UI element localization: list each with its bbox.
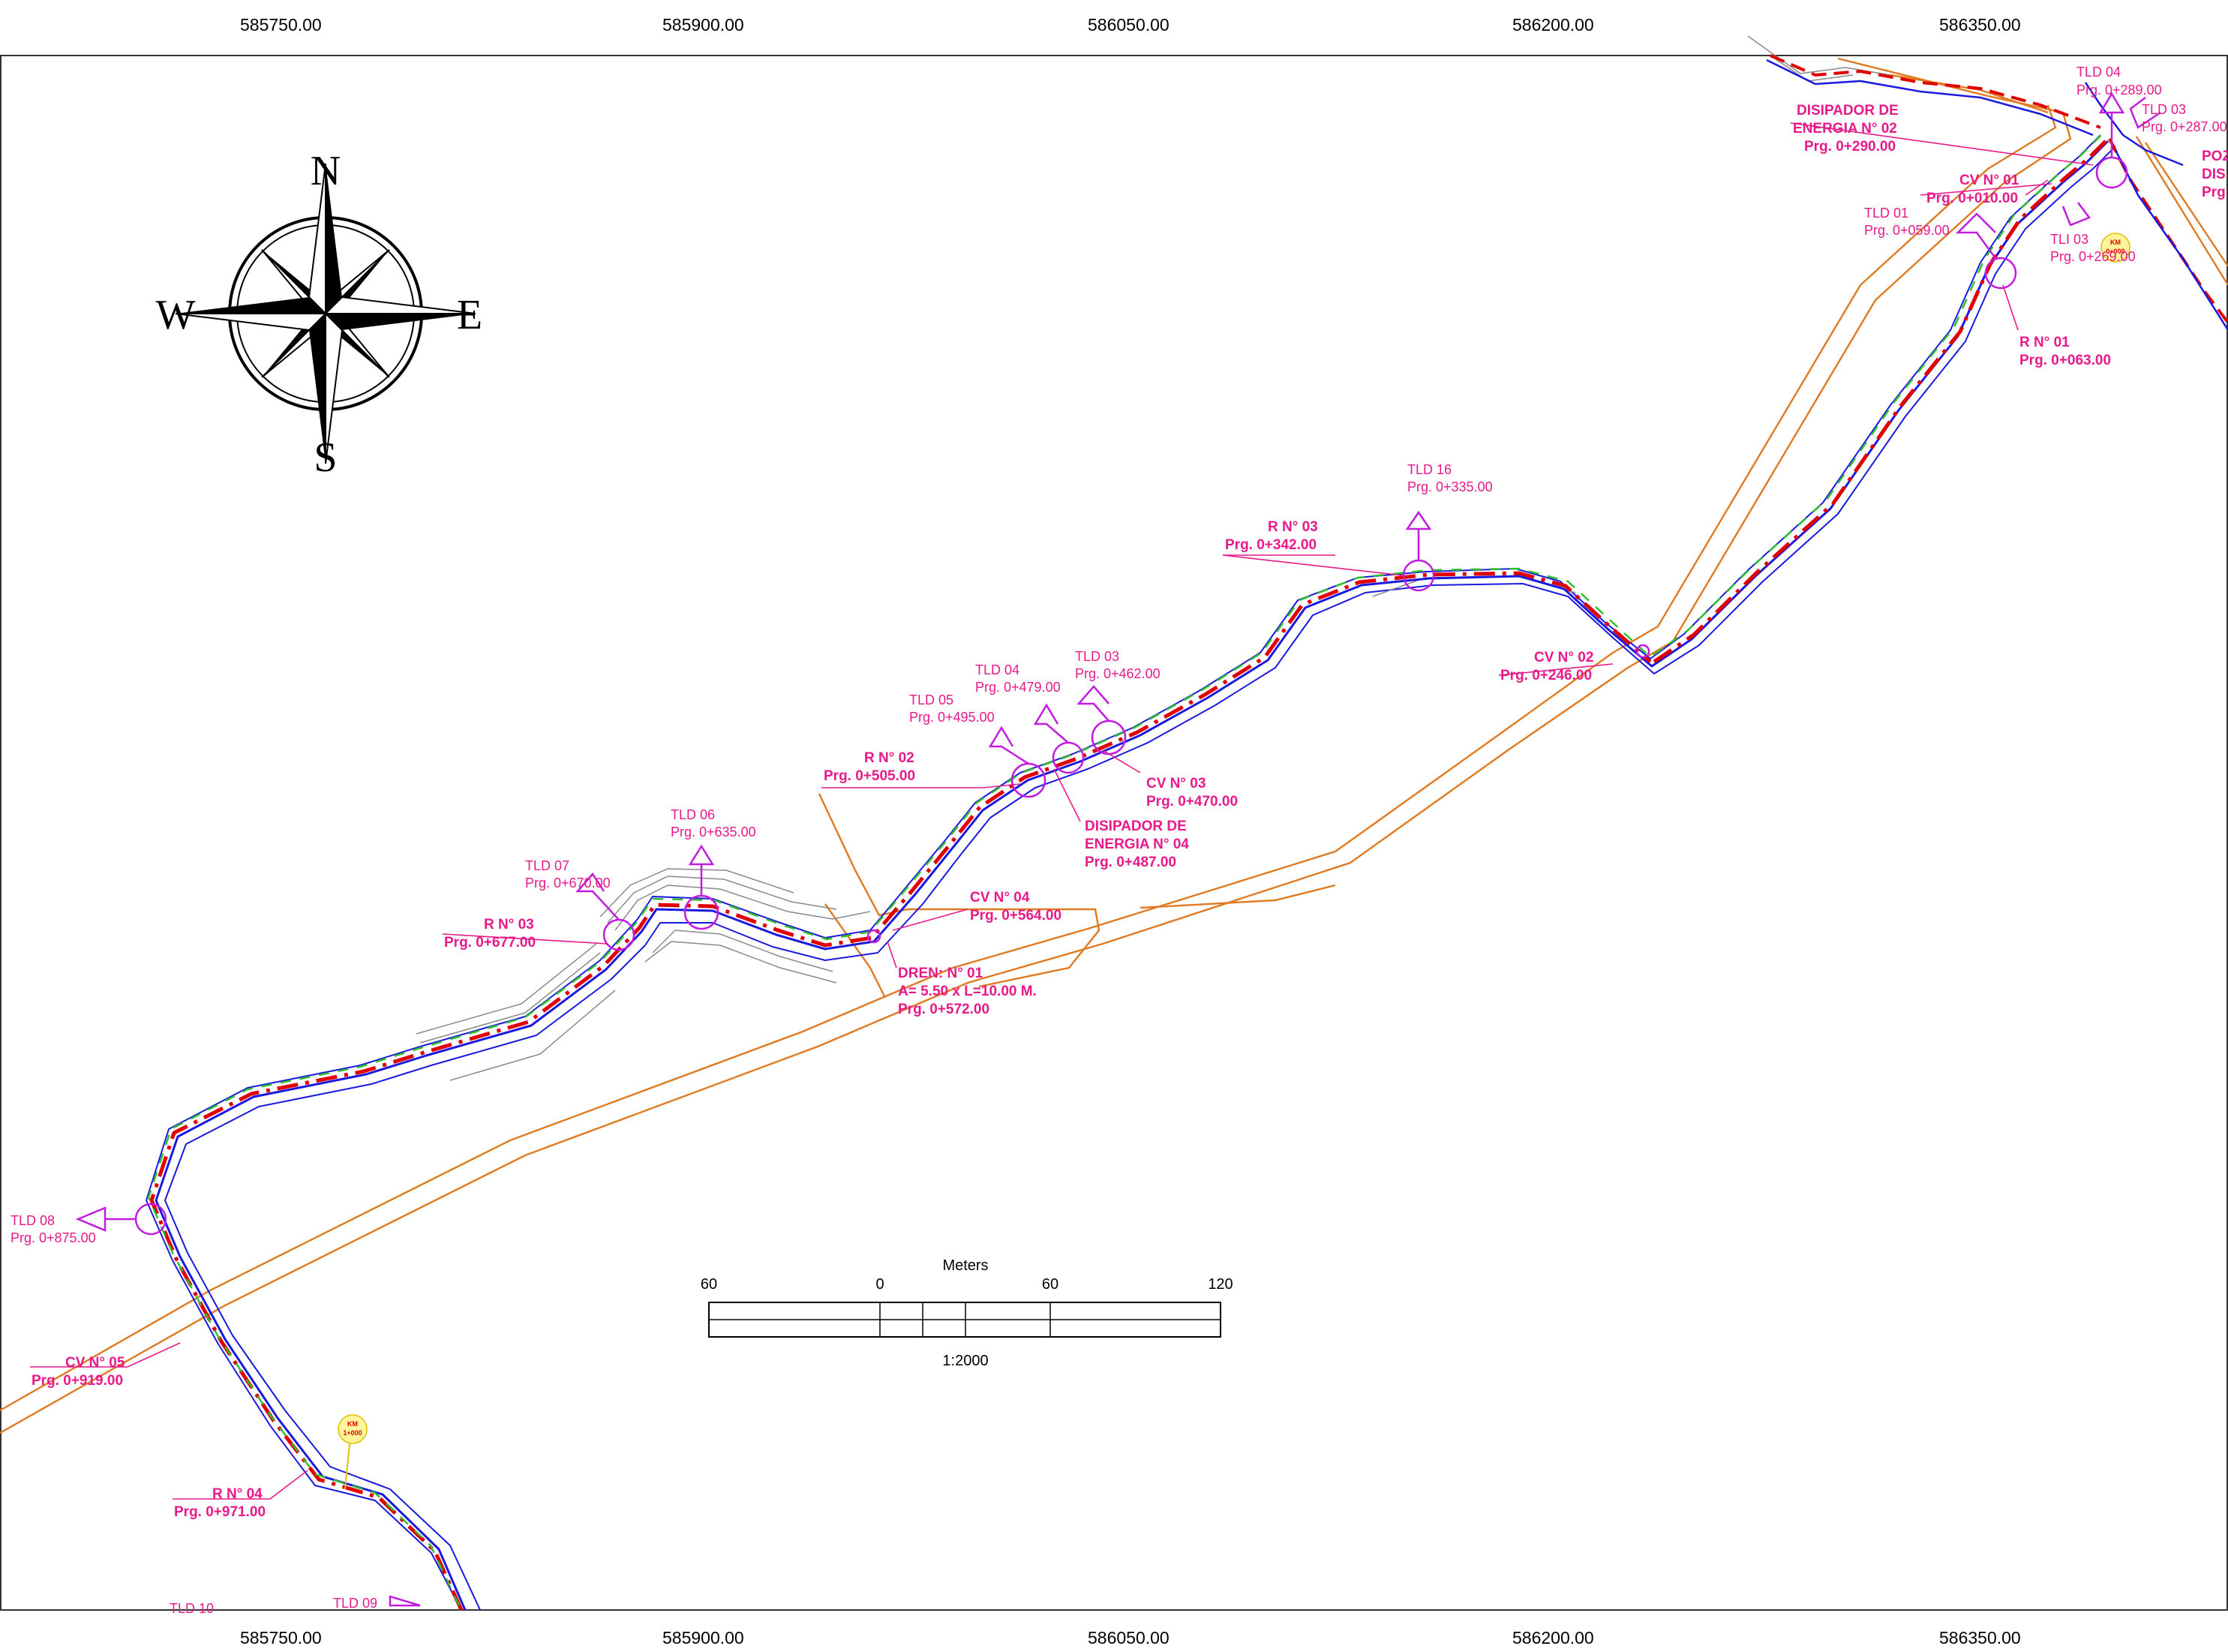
grid-coord-top-5: 586350.00 [1939,15,2021,35]
disipador04-2: ENERGIA N° 04 [1085,837,1189,852]
km-marker-1: KM 1+000 [338,1414,368,1490]
r03a-prg: Prg. 0+342.00 [1225,537,1317,553]
compass-n-label: N [311,148,341,194]
tld03-prg: Prg. 0+462.00 [1075,666,1161,681]
grid-coord-top-4: 586200.00 [1512,15,1594,35]
km-0-label-2: 0+000 [2106,248,2124,255]
tld16-prg: Prg. 0+335.00 [1407,479,1493,494]
cv02-prg: Prg. 0+246.00 [1500,668,1592,683]
tld05-prg: Prg. 0+495.00 [909,710,995,725]
cv04-prg: Prg. 0+564.00 [970,908,1061,924]
tld04-top-title: TLD 04 [2076,65,2121,80]
r01-prg: Prg. 0+063.00 [2019,353,2111,368]
tld-flags [75,92,2161,1607]
road-lines [0,57,2228,1434]
disipador02-3: Prg. 0+290.00 [1804,139,1896,155]
r03b-prg: Prg. 0+677.00 [444,935,536,951]
scale-bar: Meters 60 0 60 120 1:2000 [701,1257,1233,1369]
map-frame [0,55,2228,1611]
r04-prg: Prg. 0+971.00 [174,1504,266,1520]
tld03b-title: TLI 03 [2050,232,2088,247]
km-1-label-1: KM [347,1420,358,1428]
tld03-title: TLD 03 [1075,649,1119,664]
grid-coord-top-3: 586050.00 [1088,15,1170,35]
cv05-title: CV N° 05 [65,1355,125,1371]
dren01-1: DREN: N° 01 [898,966,983,981]
tld06-title: TLD 06 [671,807,715,822]
poz-2: DIS [2202,167,2226,182]
r04-title: R N° 04 [212,1486,263,1502]
scale-ratio: 1:2000 [942,1353,988,1369]
grid-coord-top-2: 585900.00 [662,15,744,35]
disipador02-1: DISIPADOR DE [1797,103,1899,119]
r03b-title: R N° 03 [484,917,534,933]
km-1-label-2: 1+000 [343,1429,362,1437]
tld07-title: TLD 07 [525,858,569,873]
poz-1: POZ [2202,149,2228,164]
compass-w-label: W [156,292,196,338]
map-labels: TLD 04 Prg. 0+289.00 TLD 03 Prg. 0+287.0… [11,65,2228,1616]
leader-lines [30,122,2094,1500]
tld03-top-title: TLD 03 [2142,102,2186,117]
disipador04-1: DISIPADOR DE [1085,818,1187,834]
dren01-3: Prg. 0+572.00 [898,1002,989,1017]
poz-3: Prg [2202,185,2226,200]
cv03-prg: Prg. 0+470.00 [1146,794,1238,809]
grid-coord-bottom-5: 586350.00 [1939,1628,2021,1647]
r02-title: R N° 02 [864,750,914,766]
grid-coord-bottom-2: 585900.00 [662,1628,744,1647]
tld07-prg: Prg. 0+670.00 [525,876,611,891]
cv01-title: CV N° 01 [1959,173,2019,188]
dren01-2: A= 5.50 x L=10.00 M. [898,984,1037,999]
tld03-top-prg: Prg. 0+287.00 [2142,119,2227,134]
r02-prg: Prg. 0+505.00 [824,768,915,784]
cv02-title: CV N° 02 [1534,650,1593,665]
compass-rose: N S E W [156,148,483,481]
grid-coord-top-1: 585750.00 [240,15,322,35]
km-marker-0: KM 0+000 [2100,233,2130,263]
tld01-title: TLD 01 [1864,206,1908,221]
compass-s-label: S [314,434,337,481]
disipador02-2: ENERGIA N° 02 [1793,121,1897,137]
tld08-title: TLD 08 [11,1213,55,1228]
compass-e-label: E [457,292,482,338]
scale-tick-3: 60 [1042,1276,1058,1293]
scale-bar-title: Meters [942,1257,988,1274]
cv03-title: CV N° 03 [1146,776,1206,791]
scale-tick-1: 60 [701,1276,717,1293]
scale-tick-4: 120 [1208,1276,1233,1293]
tld05-title: TLD 05 [909,692,953,707]
tld04-top-prg: Prg. 0+289.00 [2076,83,2162,98]
tld06-prg: Prg. 0+635.00 [671,824,756,840]
cv04-title: CV N° 04 [970,890,1030,906]
tld01-prg: Prg. 0+059.00 [1864,223,1950,238]
tld04-prg: Prg. 0+479.00 [975,680,1061,695]
disipador04-3: Prg. 0+487.00 [1085,855,1176,870]
grid-coord-bottom-4: 586200.00 [1512,1628,1594,1647]
canal-axis [147,54,2228,1611]
cv01-prg: Prg. 0+010.00 [1926,191,2018,206]
grid-coord-bottom-1: 585750.00 [240,1628,322,1647]
scale-tick-2: 0 [875,1276,884,1293]
tld16-title: TLD 16 [1407,462,1452,477]
cv05-prg: Prg. 0+919.00 [32,1373,123,1389]
r01-title: R N° 01 [2019,335,2070,350]
tld10-title: TLD 10 [170,1601,214,1616]
tld09-title: TLD 09 [333,1596,377,1611]
km-0-label-1: KM [2110,239,2121,246]
tld04-title: TLD 04 [975,662,1019,677]
grid-coord-bottom-3: 586050.00 [1088,1628,1170,1647]
structure-markers [134,156,2128,1236]
compass-cardinals [175,163,476,464]
r03a-title: R N° 03 [1268,519,1318,535]
tld03b-prg: Prg. 0+269.00 [2050,249,2136,264]
tld08-prg: Prg. 0+875.00 [11,1230,96,1245]
